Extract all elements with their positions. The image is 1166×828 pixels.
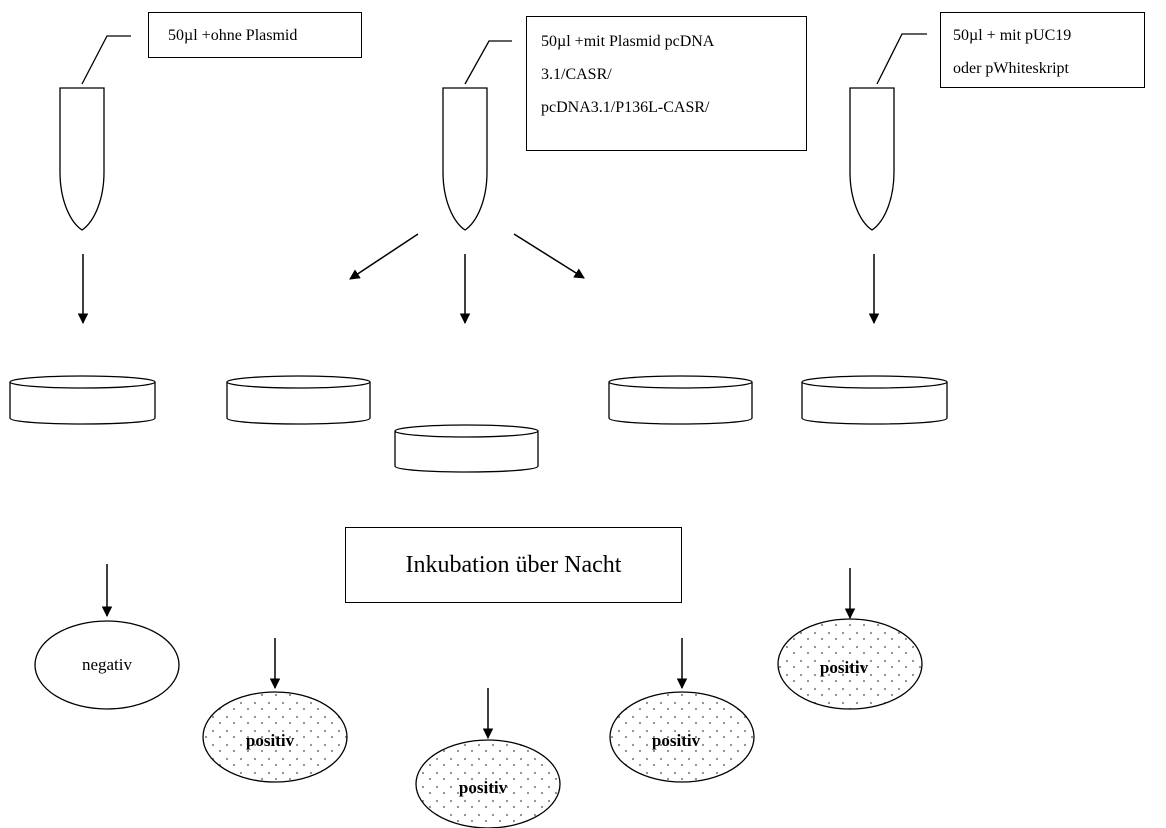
- tube-2: [442, 87, 488, 231]
- result-label-4: positiv: [652, 731, 701, 750]
- tube-label-box-1: 50µl +ohne Plasmid: [148, 12, 362, 58]
- incubation-step-box: Inkubation über Nacht: [345, 527, 682, 603]
- petri-dish-3: [394, 424, 539, 473]
- petri-dish-4: [608, 375, 753, 425]
- result-ellipse-positive-1: [202, 691, 348, 783]
- leader-lines: [81, 33, 927, 85]
- tube-label-2-line-1: 50µl +mit Plasmid pcDNA: [541, 33, 715, 50]
- tube-3: [849, 87, 895, 231]
- petri-dish-1: [9, 375, 156, 425]
- result-ellipse-negative: [34, 620, 180, 710]
- tube-label-1-line-1: 50µl +ohne Plasmid: [168, 27, 298, 44]
- petri-dish-2: [226, 375, 371, 425]
- incubation-label: Inkubation über Nacht: [405, 551, 622, 578]
- result-ellipse-positive-3: [609, 691, 755, 783]
- result-ellipse-positive-2: [415, 739, 561, 828]
- tube-label-box-3: 50µl + mit pUC19 oder pWhiteskript: [940, 12, 1145, 88]
- result-label-5: positiv: [820, 658, 869, 677]
- result-label-1: negativ: [82, 655, 133, 674]
- tube-label-3-line-1: 50µl + mit pUC19: [953, 27, 1072, 44]
- petri-dish-5: [801, 375, 948, 425]
- leader-line-3: [876, 33, 927, 85]
- leader-line-2: [464, 40, 512, 85]
- tube-label-3-line-2: oder pWhiteskript: [953, 60, 1069, 77]
- result-ellipse-positive-4: [777, 618, 923, 710]
- tube-1: [59, 87, 105, 231]
- result-label-2: positiv: [246, 731, 295, 750]
- result-label-3: positiv: [459, 778, 508, 797]
- arrow-tube2-plate-right: [513, 233, 585, 279]
- tube-label-2-line-2: 3.1/CASR/: [541, 66, 612, 83]
- tube-label-box-2: 50µl +mit Plasmid pcDNA 3.1/CASR/ pcDNA3…: [526, 16, 807, 151]
- arrow-tube2-plate-left: [349, 233, 419, 280]
- leader-line-1: [81, 35, 131, 85]
- tube-label-2-line-3: pcDNA3.1/P136L-CASR/: [541, 99, 710, 116]
